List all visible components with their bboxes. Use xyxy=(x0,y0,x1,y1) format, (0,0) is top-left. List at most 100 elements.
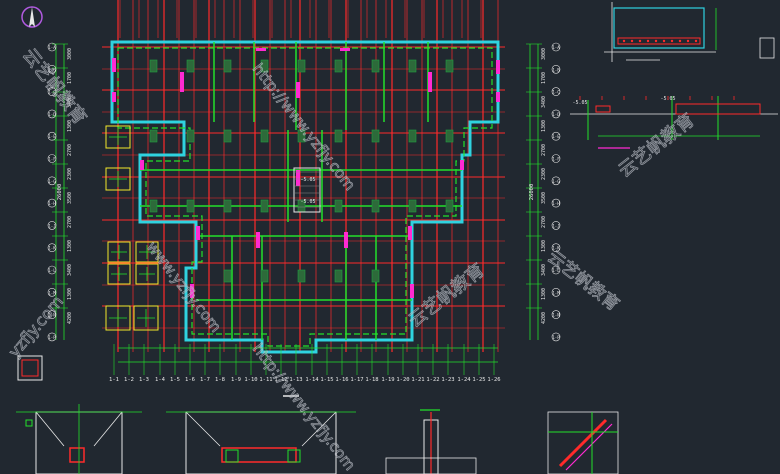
watermark-text: 云艺帆教育 xyxy=(615,110,699,182)
bottom-axis-label: 1-17 xyxy=(350,377,363,383)
axis-bubble-left xyxy=(47,109,57,119)
bottom-axis-label: 1-16 xyxy=(335,377,348,383)
column xyxy=(334,129,343,143)
axis-bubble-left xyxy=(47,287,57,297)
left-axis-label: 1-A xyxy=(48,45,56,50)
magenta-marker xyxy=(410,284,414,298)
magenta-marker xyxy=(256,48,266,51)
pile-cap-a-diag xyxy=(93,411,123,447)
watermark-text: 云艺帆教育 xyxy=(543,247,622,315)
column xyxy=(149,59,158,73)
column xyxy=(371,59,380,73)
pile-cap-b-pier xyxy=(287,449,301,463)
vertical-dim-value: 2700 xyxy=(67,144,73,156)
section-beam xyxy=(675,103,761,115)
left-axis-label: 1-P xyxy=(48,335,56,340)
vertical-dim-value: 1300 xyxy=(541,288,547,300)
axis-bubble-right xyxy=(551,265,561,275)
axis-bubble-right xyxy=(551,42,561,52)
bottom-axis-label: 1-9 xyxy=(231,377,241,383)
left-axis-label: 1-H xyxy=(48,201,56,206)
column xyxy=(445,129,454,143)
left-axis-label: 1-D xyxy=(48,112,56,117)
bottom-axis-label: 1-8 xyxy=(215,377,225,383)
column xyxy=(408,199,417,213)
vertical-dim-value: 1300 xyxy=(67,288,73,300)
bottom-axis-label: 1-7 xyxy=(200,377,210,383)
left-axis-label: 1-E xyxy=(48,134,56,139)
left-axis-label: 1-B xyxy=(48,67,56,72)
column xyxy=(371,129,380,143)
column xyxy=(334,59,343,73)
small-detail-box xyxy=(759,37,775,59)
axis-bubble-left xyxy=(47,154,57,163)
column xyxy=(149,129,158,143)
rebar-dot xyxy=(630,39,634,43)
pile-cap-b-diag xyxy=(185,411,221,447)
axis-bubble-left xyxy=(47,65,57,74)
axis-bubble-left xyxy=(47,310,57,319)
rebar-dot xyxy=(670,39,674,43)
bottom-axis-label: 1-26 xyxy=(487,377,500,383)
axis-bubble-left xyxy=(47,265,57,275)
right-axis-label: 1-B xyxy=(552,67,560,72)
column xyxy=(186,59,195,73)
rebar-dot xyxy=(694,39,698,43)
right-axis-label: 1-N xyxy=(552,313,560,318)
column xyxy=(223,59,232,73)
pile-cap-a-pier xyxy=(69,447,85,463)
bottom-axis-label: 1-1 xyxy=(109,377,119,383)
column xyxy=(445,59,454,73)
vertical-dim-value: 2700 xyxy=(67,216,73,228)
column xyxy=(186,129,195,143)
axis-bubble-left xyxy=(47,198,57,208)
column xyxy=(223,199,232,213)
right-axis-label: 1-J xyxy=(552,223,559,228)
right-axis-label: 1-H xyxy=(552,201,560,206)
core-elev-label-2: -5.05 xyxy=(300,199,315,205)
axis-bubble-right xyxy=(551,65,561,74)
column xyxy=(260,129,269,143)
column xyxy=(297,269,306,283)
vertical-dim-value: 1300 xyxy=(541,240,547,252)
rebar-dot xyxy=(678,39,682,43)
magenta-marker xyxy=(460,160,464,170)
column xyxy=(371,269,380,283)
column xyxy=(297,59,306,73)
bottom-axis-label: 1-21 xyxy=(411,377,424,383)
left-axis-label: 1-J xyxy=(48,223,55,228)
magenta-marker xyxy=(190,284,194,298)
bottom-axis-label: 1-18 xyxy=(365,377,378,383)
axis-bubble-right xyxy=(551,243,561,252)
bottom-axis-label: 1-2 xyxy=(124,377,134,383)
bottom-axis-label: 1-4 xyxy=(155,377,166,383)
vertical-dim-value: 1700 xyxy=(67,72,73,84)
column xyxy=(334,269,343,283)
north-arrow-icon xyxy=(21,6,43,28)
pile-cap-a-diag xyxy=(35,411,65,447)
vertical-dim-value: 2700 xyxy=(541,216,547,228)
column xyxy=(223,269,232,283)
magenta-marker xyxy=(428,72,432,92)
bottom-axis-label: 1-24 xyxy=(457,377,471,383)
core-elev-label-1: -5.05 xyxy=(300,177,315,183)
pile-cap-detail xyxy=(133,305,159,331)
rebar-detail-box xyxy=(547,411,619,474)
vertical-dim-value: 4200 xyxy=(67,312,73,324)
column xyxy=(334,199,343,213)
axis-bubble-left xyxy=(47,131,57,141)
rebar-dot xyxy=(646,39,650,43)
bottom-axis-label: 1-13 xyxy=(289,377,302,383)
section-elev-1: -5.05 xyxy=(572,100,587,106)
wall-detail xyxy=(613,7,705,49)
axis-bubble-left xyxy=(47,87,57,96)
axis-bubble-right xyxy=(551,198,561,208)
bottom-axis-label: 1-19 xyxy=(381,377,394,383)
magenta-marker xyxy=(296,82,300,98)
column xyxy=(260,269,269,283)
pile-cap-detail xyxy=(105,167,131,191)
mini-box xyxy=(25,419,33,427)
